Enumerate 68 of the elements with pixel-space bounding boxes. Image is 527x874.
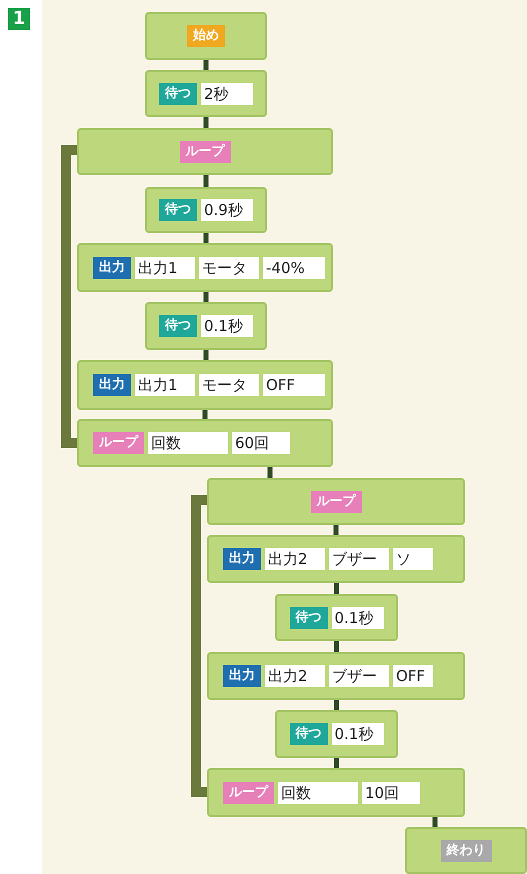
value-field: 60回	[232, 432, 290, 454]
connector	[334, 583, 339, 594]
program-block	[207, 535, 465, 583]
value-field: 出力2	[265, 548, 325, 570]
loop-bar	[191, 495, 207, 797]
block-label: ループ	[180, 140, 230, 162]
connector	[268, 467, 272, 478]
connector	[204, 117, 208, 128]
loop-bar	[61, 145, 77, 448]
value-field: 2秒	[201, 82, 253, 104]
block-label: 待つ	[290, 723, 328, 745]
program-block	[207, 768, 465, 817]
connector	[204, 175, 208, 187]
value-field: ブザー	[329, 665, 389, 687]
block-label: 出力	[93, 374, 131, 396]
connector	[204, 60, 208, 70]
program-block	[77, 360, 333, 410]
value-field: 出力1	[135, 256, 195, 278]
program-block	[275, 710, 398, 758]
connector	[202, 410, 208, 419]
number-badge: 1	[8, 8, 30, 30]
program-block	[145, 70, 267, 117]
program-block	[145, 187, 267, 233]
program-block	[77, 243, 333, 292]
value-field: 0.9秒	[201, 199, 253, 221]
program-block	[207, 652, 465, 700]
block-label: 待つ	[159, 82, 197, 104]
value-field: OFF	[263, 374, 325, 396]
block-label: 出力	[223, 548, 261, 570]
block-label: 待つ	[290, 606, 328, 628]
block-label: 出力	[223, 665, 261, 687]
connector	[204, 233, 208, 243]
value-field: OFF	[393, 665, 433, 687]
block-label: 待つ	[159, 315, 197, 337]
value-field: 回数	[148, 432, 228, 454]
connector	[334, 700, 339, 710]
value-field: 出力1	[135, 374, 195, 396]
value-field: ソ	[393, 548, 433, 570]
value-field: 0.1秒	[201, 315, 253, 337]
block-label: 出力	[93, 256, 131, 278]
value-field: 10回	[362, 782, 420, 804]
program-block	[405, 827, 527, 874]
value-field: モータ	[199, 374, 259, 396]
program-block	[77, 419, 333, 467]
value-field: -40%	[263, 256, 325, 278]
connector	[204, 292, 208, 302]
connector	[432, 817, 438, 827]
connector	[334, 641, 339, 652]
value-field: 回数	[278, 782, 358, 804]
block-label: ループ	[223, 782, 274, 804]
value-field: モータ	[199, 256, 259, 278]
connector	[334, 758, 339, 768]
block-label: 終わり	[440, 840, 492, 862]
value-field: 0.1秒	[332, 723, 384, 745]
program-block	[77, 128, 333, 175]
program-block	[275, 594, 398, 641]
program-block	[207, 478, 465, 525]
block-label: 待つ	[159, 199, 197, 221]
value-field: 0.1秒	[332, 606, 384, 628]
connector	[334, 525, 338, 535]
value-field: ブザー	[329, 548, 389, 570]
connector	[204, 350, 208, 360]
value-field: 出力2	[265, 665, 325, 687]
block-label: ループ	[93, 432, 144, 454]
program-block	[145, 12, 267, 60]
block-label: ループ	[310, 490, 362, 512]
program-block	[145, 302, 267, 350]
block-label: 始め	[187, 25, 225, 47]
